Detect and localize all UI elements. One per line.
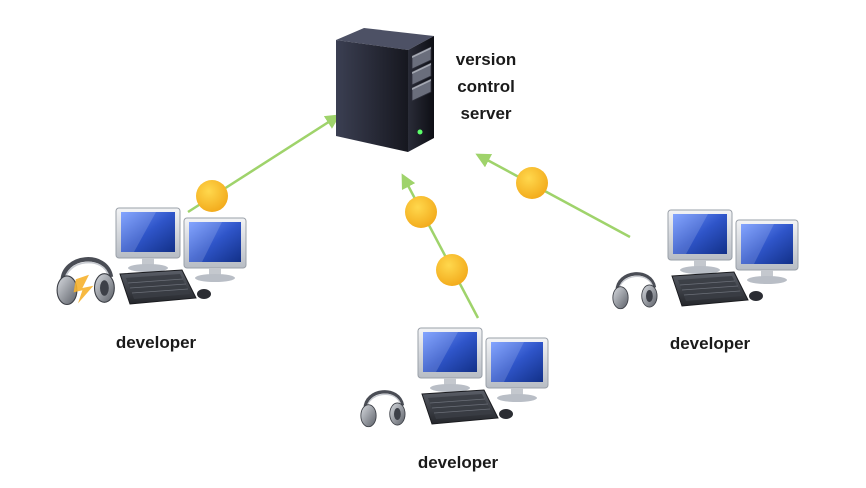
commit-dot-icon [516,167,548,199]
commit-dot-icon [405,196,437,228]
commit-dot-icon [196,180,228,212]
commit-dot-icon [436,254,468,286]
server-label-line: control [457,77,515,96]
server-label-line: server [460,104,512,123]
arrow-icon [475,153,631,239]
server-tower-icon [336,28,434,152]
dual-monitor-workstation-icon [667,209,799,307]
server-label-line: version [455,50,517,69]
developer-workstation-right [611,209,799,311]
headphones-icon [57,259,114,304]
headphones-icon [359,390,407,429]
server-label: version control server [444,46,528,127]
developer-workstation-left [57,207,247,305]
developer-label-left: developer [115,333,197,352]
dual-monitor-workstation-icon [417,327,549,425]
dual-monitor-workstation-icon [115,207,247,305]
arrow-icon [401,173,480,319]
developer-workstation-mid [359,327,549,429]
developer-label-mid: developer [417,453,499,472]
headphones-icon [611,272,659,311]
developer-label-right: developer [669,334,751,353]
commit-dots [196,167,548,286]
